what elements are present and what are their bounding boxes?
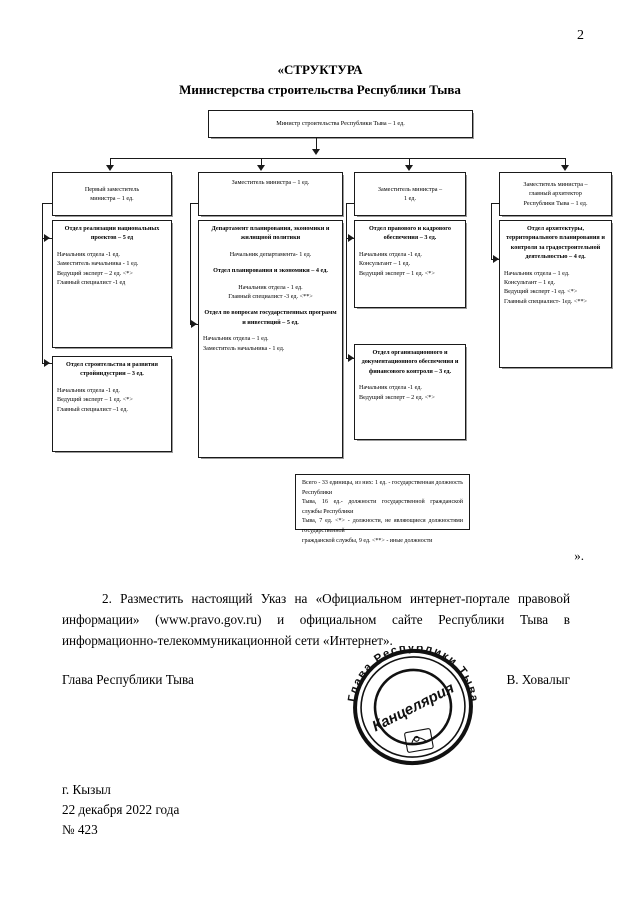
elbow-v-2b bbox=[190, 203, 191, 324]
unit-legal-hr-pos-2: Консультант – 1 ед. bbox=[359, 260, 411, 268]
unit-architecture-pos-3: Ведущий эксперт -1 ед. <*> bbox=[504, 288, 578, 296]
title-line-1: «СТРУКТУРА bbox=[277, 62, 363, 77]
node-unit-national-projects: Отдел реализации национальных проектов –… bbox=[52, 220, 173, 349]
unit-construction-pos-2: Ведущий эксперт – 1 ед. <*> bbox=[57, 396, 133, 404]
unit-national-projects-pos-2: Заместитель начальника - 1 ед. bbox=[57, 260, 139, 268]
document-title: «СТРУКТУРА Министерства строительства Ре… bbox=[0, 60, 640, 100]
unit-national-projects-pos-3: Ведущий эксперт – 2 ед. <*> bbox=[57, 269, 133, 277]
connector-drop-1 bbox=[110, 158, 111, 168]
chart-legend-totals: Всего - 33 единицы, из них: 1 ед. - госу… bbox=[295, 474, 470, 544]
node-unit-construction: Отдел строительства и развития стройинду… bbox=[52, 356, 173, 453]
title-line-2: Министерства строительства Республики Ты… bbox=[179, 82, 461, 97]
signatory-name: В. Ховалыг bbox=[506, 672, 570, 687]
elbow-h-1a2 bbox=[42, 238, 52, 239]
department-planning-subheading-2: Отдел по вопросам государственных програ… bbox=[204, 309, 337, 326]
department-planning-sub1-pos-1: Начальник отдела - 1 ед. bbox=[238, 283, 303, 291]
connector-bus bbox=[110, 158, 565, 159]
legend-line-4: гражданской службы, 9 ед. <**> - иные до… bbox=[302, 537, 433, 544]
elbow-h-4a bbox=[491, 203, 500, 204]
elbow-h-2a bbox=[190, 203, 199, 204]
node-deputy-minister-2-label: Заместитель министра – 1 ед. bbox=[377, 185, 443, 202]
arrow-root-to-bus bbox=[312, 149, 320, 155]
legend-line-2: Тыва, 16 ед.- должности государственной … bbox=[302, 499, 463, 515]
unit-architecture-pos-2: Консультант – 1 ед. bbox=[504, 279, 556, 287]
node-minister-label: Министр строительства Республики Тыва – … bbox=[276, 120, 405, 128]
department-planning-subheading-1: Отдел планирования и экономики – 4 ед. bbox=[213, 267, 328, 275]
node-unit-organizational-documentation: Отдел организационного и документационно… bbox=[354, 344, 467, 441]
node-deputy-minister-2: Заместитель министра – 1 ед. bbox=[354, 172, 467, 217]
elbow-h-3a bbox=[346, 203, 355, 204]
connector-drop-3 bbox=[409, 158, 410, 168]
signatory-role: Глава Республики Тыва bbox=[62, 672, 194, 687]
unit-organizational-pos-2: Ведущий эксперт – 2 ед. <*> bbox=[359, 393, 435, 401]
unit-legal-hr-pos-3: Ведущий эксперт – 1 ед. <*> bbox=[359, 269, 435, 277]
org-chart: Министр строительства Республики Тыва – … bbox=[0, 108, 640, 544]
elbow-v-1b bbox=[42, 238, 43, 363]
elbow-h-1a bbox=[42, 203, 53, 204]
document-number: № 423 bbox=[62, 822, 98, 837]
connector-drop-4 bbox=[565, 158, 566, 168]
official-stamp: Глава Республики Тыва Канцелярия bbox=[337, 646, 489, 768]
node-deputy-minister-chief-architect: Заместитель министра – главный архитекто… bbox=[499, 172, 613, 217]
unit-national-projects-pos-4: Главный специалист -1 ед bbox=[57, 279, 126, 287]
connector-root-stem bbox=[316, 138, 317, 151]
unit-architecture-heading: Отдел архитектуры, территориального план… bbox=[506, 225, 605, 261]
unit-legal-hr-heading: Отдел правового и кадрового обеспечения … bbox=[368, 225, 452, 242]
node-deputy-minister-1: Заместитель министра – 1 ед. bbox=[198, 172, 344, 217]
elbow-h-3a2 bbox=[346, 238, 355, 239]
department-planning-sub2-pos-1: Начальник отдела – 1 ед. bbox=[203, 335, 269, 343]
elbow-v-1a bbox=[42, 203, 43, 238]
elbow-h-2b bbox=[190, 324, 199, 325]
closing-quote: ». bbox=[574, 548, 584, 563]
node-department-planning-economics: Департамент планирования, экономики и жи… bbox=[198, 220, 344, 459]
elbow-v-4b bbox=[491, 203, 492, 259]
arrow-deputy-4 bbox=[561, 165, 569, 171]
unit-construction-pos-3: Главный специалист –1 ед. bbox=[57, 405, 128, 413]
node-first-deputy-minister-label: Первый заместитель министра – 1 ед. bbox=[84, 185, 140, 202]
place-date: 22 декабря 2022 года bbox=[62, 802, 180, 817]
place-city: г. Кызыл bbox=[62, 782, 111, 797]
arrow-deputy-1 bbox=[106, 165, 114, 171]
unit-legal-hr-pos-1: Начальник отдела -1 ед. bbox=[359, 250, 422, 258]
unit-architecture-pos-4: Главный специалист- 1ед. <**> bbox=[504, 297, 588, 305]
place-date-block: г. Кызыл 22 декабря 2022 года № 423 bbox=[62, 780, 179, 840]
node-deputy-minister-1-label: Заместитель министра – 1 ед. bbox=[231, 179, 310, 186]
node-minister: Министр строительства Республики Тыва – … bbox=[208, 110, 474, 139]
department-planning-pos-1: Начальник департамента- 1 ед. bbox=[229, 250, 312, 258]
node-first-deputy-minister: Первый заместитель министра – 1 ед. bbox=[52, 172, 173, 217]
unit-national-projects-heading: Отдел реализации национальных проектов –… bbox=[64, 225, 160, 242]
elbow-v-3a bbox=[346, 203, 347, 238]
arrow-deputy-3 bbox=[405, 165, 413, 171]
legend-line-3: Тыва, 7 ед. <*> - должности, не являющие… bbox=[302, 518, 463, 534]
node-unit-legal-hr: Отдел правового и кадрового обеспечения … bbox=[354, 220, 467, 309]
unit-national-projects-pos-1: Начальник отдела -1 ед. bbox=[57, 250, 120, 258]
node-deputy-minister-chief-architect-label: Заместитель министра – главный архитекто… bbox=[523, 180, 588, 207]
node-unit-architecture: Отдел архитектуры, территориального план… bbox=[499, 220, 613, 369]
page-number: 2 bbox=[577, 28, 584, 43]
arrow-deputy-2 bbox=[257, 165, 265, 171]
department-planning-sub1-pos-2: Главный специалист -3 ед. <**> bbox=[228, 293, 313, 301]
unit-construction-pos-1: Начальник отдела -1 ед. bbox=[57, 386, 120, 394]
elbow-h-4b bbox=[491, 259, 500, 260]
connector-drop-2 bbox=[261, 158, 262, 168]
elbow-h-3b bbox=[346, 358, 355, 359]
body-paragraph: 2. Разместить настоящий Указ на «Официал… bbox=[62, 591, 570, 648]
unit-architecture-pos-1: Начальник отдела – 1 ед. bbox=[504, 269, 570, 277]
department-planning-sub2-pos-2: Заместитель начальника - 1 ед. bbox=[203, 344, 285, 352]
unit-construction-heading: Отдел строительства и развития стройинду… bbox=[66, 361, 158, 378]
department-planning-heading: Департамент планирования, экономики и жи… bbox=[211, 225, 330, 242]
elbow-h-1b bbox=[42, 363, 52, 364]
elbow-v-3b bbox=[346, 238, 347, 358]
unit-organizational-pos-1: Начальник отдела -1 ед. bbox=[359, 384, 422, 392]
legend-line-1: Всего - 33 единицы, из них: 1 ед. - госу… bbox=[302, 480, 463, 496]
unit-organizational-heading: Отдел организационного и документационно… bbox=[361, 349, 459, 375]
